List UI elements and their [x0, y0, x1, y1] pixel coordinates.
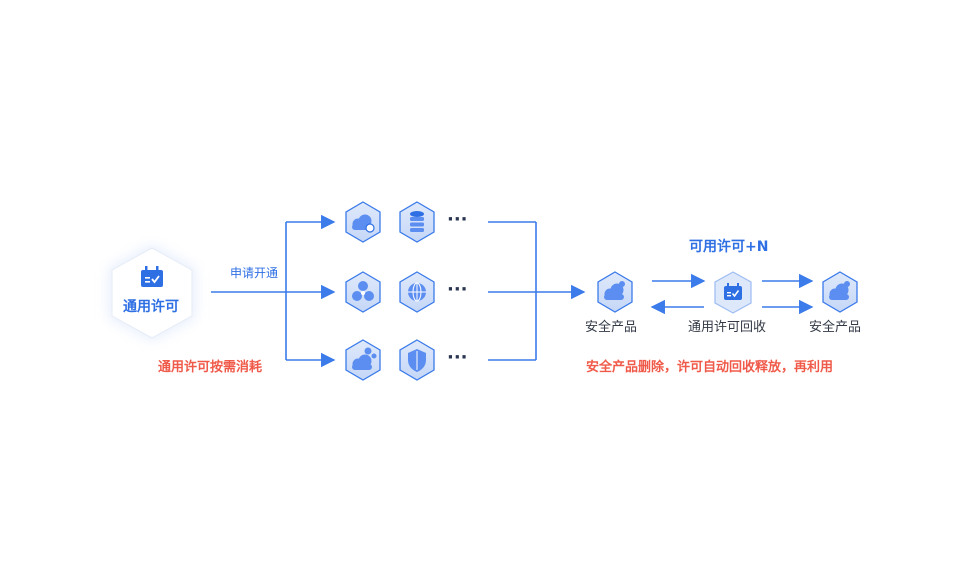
cloud-shield-icon	[345, 201, 381, 243]
recycle-node-label: 通用许可回收	[688, 320, 767, 335]
license-calendar-check-icon	[141, 266, 163, 287]
product-row-1	[345, 201, 435, 243]
database-icon	[399, 201, 435, 243]
license-calendar-check-icon	[724, 283, 742, 300]
more-indicator-row-2: ···	[447, 279, 468, 300]
available-license-label: 可用许可+N	[689, 239, 769, 255]
security-product-left	[597, 271, 633, 313]
license-node-label: 通用许可	[123, 299, 179, 315]
product-row-3	[345, 339, 435, 381]
license-node	[108, 244, 196, 342]
fan-in-connector	[488, 221, 586, 361]
release-note: 安全产品删除，许可自动回收释放，再利用	[586, 360, 834, 375]
shield-icon	[399, 339, 435, 381]
cluster-icon	[345, 271, 381, 313]
globe-icon	[399, 271, 435, 313]
more-indicator-row-3: ···	[447, 347, 468, 368]
apply-label: 申请开通	[230, 266, 279, 280]
left-product-label: 安全产品	[585, 320, 638, 335]
product-row-2	[345, 271, 435, 313]
right-product-label: 安全产品	[809, 320, 862, 335]
fan-out-connector	[211, 214, 336, 368]
cloud-network-icon	[345, 339, 381, 381]
consume-note: 通用许可按需消耗	[158, 360, 263, 375]
recycle-arrows	[650, 273, 814, 315]
more-indicator-row-1: ···	[447, 209, 468, 230]
security-product-right	[822, 271, 858, 313]
license-recycle-node	[714, 271, 752, 314]
